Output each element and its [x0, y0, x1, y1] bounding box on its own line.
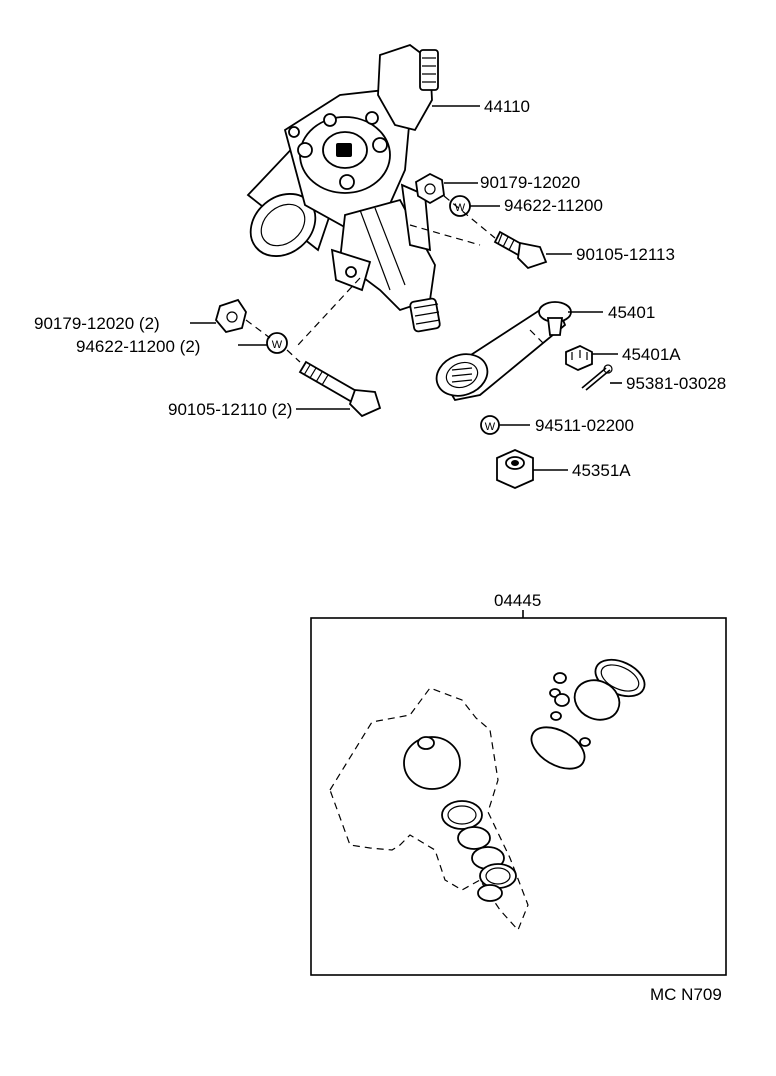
- label-04445: 04445: [494, 591, 541, 610]
- left-nut-drawing: [215, 298, 247, 334]
- upper-bolt-drawing: [493, 230, 548, 270]
- castle-nut-drawing: [565, 345, 593, 371]
- washer-mark-left: W: [272, 339, 283, 351]
- gasket-kit-box: 04445: [310, 591, 727, 976]
- left-bolt-drawing: [298, 360, 382, 418]
- upper-nut-drawing: [415, 172, 445, 205]
- left-washer-drawing: W: [266, 332, 288, 354]
- label-90105-12110-x2: 90105-12110 (2): [168, 400, 292, 419]
- pitman-arm-drawing: [435, 301, 572, 402]
- arm-nut-drawing: [496, 449, 534, 489]
- label-94511-02200: 94511-02200: [535, 416, 634, 435]
- cotter-pin-drawing: [581, 364, 613, 391]
- steering-gear-housing-drawing: [246, 43, 441, 333]
- diagram-code: MC N709: [650, 985, 722, 1004]
- label-45401A: 45401A: [622, 345, 681, 364]
- upper-washer-drawing: W: [449, 195, 471, 217]
- lock-washer-drawing: W: [480, 415, 500, 435]
- label-90179-12020-x2: 90179-12020 (2): [34, 314, 160, 333]
- washer-mark-upper: W: [455, 202, 466, 214]
- label-90179-12020: 90179-12020: [480, 173, 580, 192]
- label-45401: 45401: [608, 303, 655, 322]
- label-44110: 44110: [484, 97, 530, 116]
- washer-mark-lower: W: [485, 421, 496, 433]
- label-94622-11200: 94622-11200: [504, 196, 603, 215]
- label-95381-03028: 95381-03028: [626, 374, 726, 393]
- label-94622-11200-x2: 94622-11200 (2): [76, 337, 200, 356]
- label-90105-12113: 90105-12113: [576, 245, 675, 264]
- label-45351A: 45351A: [572, 461, 631, 480]
